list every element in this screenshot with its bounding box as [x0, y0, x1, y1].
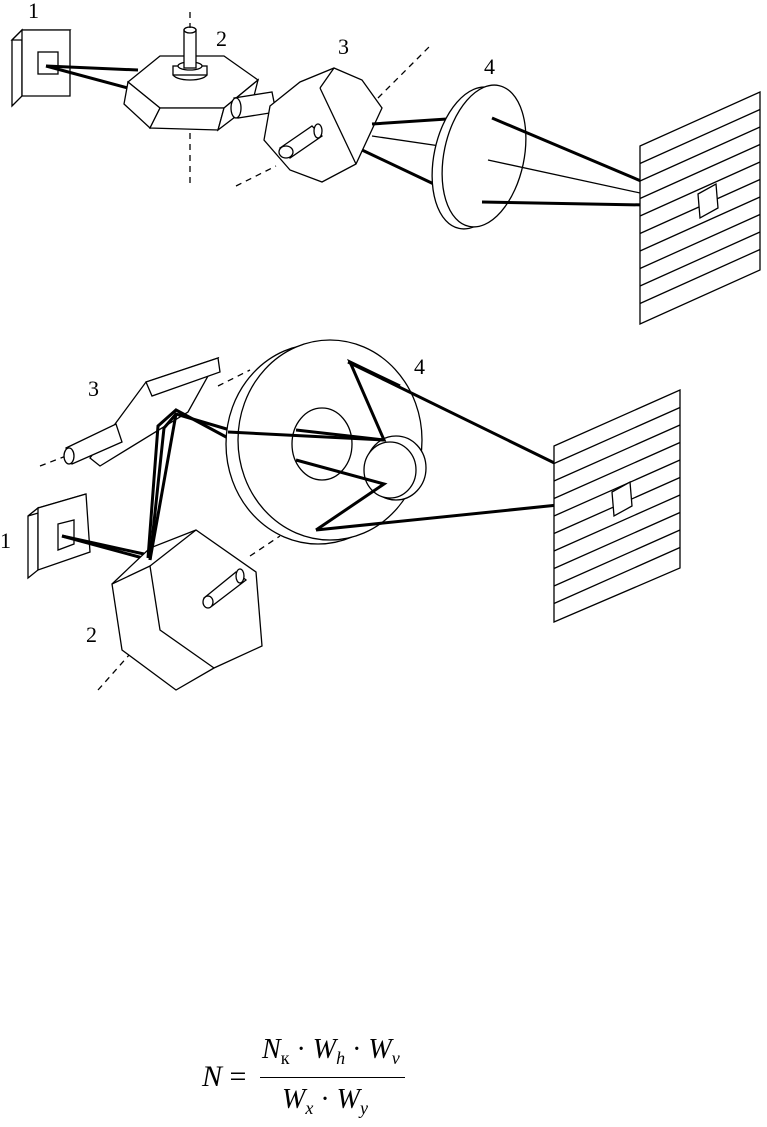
top-lens-4 — [420, 77, 538, 236]
bottom-label-2: 2 — [86, 622, 97, 647]
top-label-1: 1 — [28, 0, 39, 23]
formula-denominator: Wx · Wy — [282, 1084, 368, 1116]
bottom-screen — [554, 390, 680, 622]
top-label-3: 3 — [338, 34, 349, 59]
resolution-formula: N = Nк · Wh · Wv Wx · Wy — [190, 1030, 430, 1125]
top-screen — [640, 92, 760, 324]
top-label-2: 2 — [216, 26, 227, 51]
bottom-mirror-3 — [40, 358, 250, 466]
formula-fraction-bar — [260, 1077, 405, 1078]
top-deflector-3 — [236, 44, 432, 186]
bottom-source-1 — [28, 494, 90, 578]
bottom-diagram: 3 4 1 2 — [0, 340, 680, 690]
bottom-disc-4 — [226, 340, 426, 544]
formula-lhs: N = — [202, 1060, 246, 1094]
bottom-label-3: 3 — [88, 376, 99, 401]
formula-numerator: Nк · Wh · Wv — [262, 1034, 400, 1066]
top-diagram: 1 2 3 4 — [12, 0, 760, 324]
top-label-4: 4 — [484, 54, 495, 79]
bottom-label-4: 4 — [414, 354, 425, 379]
bottom-label-1: 1 — [0, 528, 11, 553]
